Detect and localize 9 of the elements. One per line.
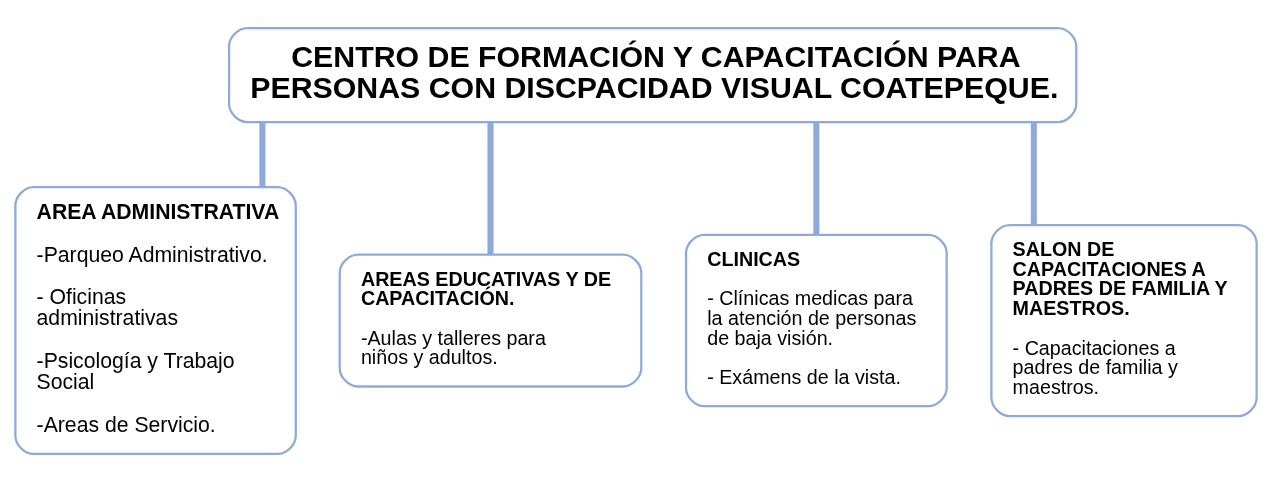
node-box: CENTRO DE FORMACIÓN Y CAPACITACIÓN PARA PERSONAS CON DISCPACIDAD VISUAL COATEPEQUE.: [227, 26, 1078, 124]
connector: [259, 122, 266, 188]
node-box: AREA ADMINISTRATIVA -Parqueo Administrativo. - Oficinas administrativas -Psicología y Trabajo Social -Areas de Servicio.: [14, 186, 297, 456]
node-box: SALON DE CAPACITACIONES A PADRES DE FAMILIA Y MAESTROS. - Capacitaciones a padres de familia y maestros.: [990, 223, 1258, 418]
node-box: CLINICAS - Clínicas medicas para la atención de personas de baja visión. - Exámens de la vista.: [684, 233, 948, 408]
node-box: AREAS EDUCATIVAS Y DE CAPACITACIÓN. -Aulas y talleres para niños y adultos.: [338, 253, 643, 388]
connector: [487, 122, 494, 255]
connector: [1030, 122, 1037, 225]
connector: [813, 122, 820, 235]
